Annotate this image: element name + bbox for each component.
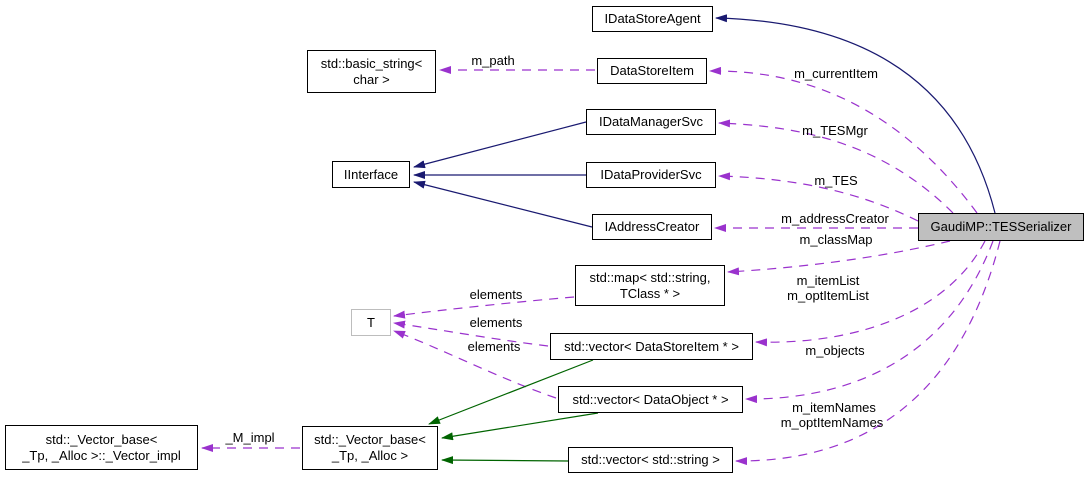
usage-edge-m-tes-mgr	[718, 119, 954, 214]
usage-edge-m-tes	[718, 172, 919, 222]
usage-edge-m-current-item	[709, 66, 978, 214]
template-inheritance-edge-vector-dsi	[428, 359, 594, 425]
usage-edge-m-objects	[745, 240, 994, 404]
edge-label-elements-2: elements	[469, 315, 523, 330]
usage-edge-m-item-names	[735, 240, 1001, 466]
class-node-vector-base[interactable]: std::_Vector_base< _Tp, _Alloc >	[302, 426, 438, 470]
edge-label-m-address-creator: m_addressCreator	[781, 211, 889, 226]
usage-edge-elements-map	[393, 296, 575, 319]
usage-edge-elements-vector-do	[393, 330, 557, 399]
edge-label-m-tes-mgr: m_TESMgr	[802, 123, 868, 138]
edge-label-m-opt-item-list: m_optItemList	[787, 288, 869, 303]
edge-label-m-tes: m_TES	[814, 173, 858, 188]
class-node-template-param-t: T	[351, 309, 391, 336]
edge-label-elements-3: elements	[467, 339, 521, 354]
class-node-basic-string[interactable]: std::basic_string< char >	[307, 50, 436, 93]
class-node-vector-base-impl[interactable]: std::_Vector_base< _Tp, _Alloc >::_Vecto…	[5, 425, 198, 470]
inheritance-edge-iaddresscreator	[413, 180, 593, 228]
class-node-iaddresscreator[interactable]: IAddressCreator	[592, 214, 712, 240]
edge-label-elements-1: elements	[469, 287, 523, 302]
class-node-vector-dataobject[interactable]: std::vector< DataObject * >	[558, 386, 743, 413]
usage-edge-m-class-map	[727, 240, 951, 276]
edge-label-m-impl: _M_impl	[225, 430, 275, 445]
edge-label-m-path: m_path	[471, 53, 515, 68]
class-node-idatastoreagent[interactable]: IDataStoreAgent	[592, 6, 713, 32]
inheritance-edge-idatamanagersvc	[413, 121, 587, 169]
class-node-std-map[interactable]: std::map< std::string, TClass * >	[575, 265, 725, 306]
class-node-vector-string[interactable]: std::vector< std::string >	[568, 447, 733, 473]
usage-edge-m-item-list	[755, 240, 986, 347]
class-node-idatamanagersvc[interactable]: IDataManagerSvc	[586, 109, 716, 135]
class-node-iinterface[interactable]: IInterface	[332, 161, 410, 188]
edge-label-m-current-item: m_currentItem	[794, 66, 878, 81]
edge-label-m-class-map: m_classMap	[799, 232, 873, 247]
class-node-idataprovidersvc[interactable]: IDataProviderSvc	[586, 162, 716, 188]
class-node-tesserializer[interactable]: GaudiMP::TESSerializer	[918, 213, 1084, 241]
usage-edge-elements-vector-dsi	[393, 320, 549, 347]
class-node-datastoreitem[interactable]: DataStoreItem	[597, 58, 707, 84]
edge-label-m-objects: m_objects	[805, 343, 865, 358]
template-inheritance-edge-vector-do	[441, 412, 599, 441]
edge-label-m-item-names: m_itemNames	[792, 400, 876, 415]
edge-label-m-item-list: m_itemList	[796, 273, 860, 288]
template-inheritance-edge-vector-str	[441, 456, 569, 465]
edge-label-m-opt-item-names: m_optItemNames	[780, 415, 884, 430]
inheritance-edge-to-idatastoreagent	[715, 14, 996, 214]
class-node-vector-datastoreitem[interactable]: std::vector< DataStoreItem * >	[550, 333, 753, 360]
